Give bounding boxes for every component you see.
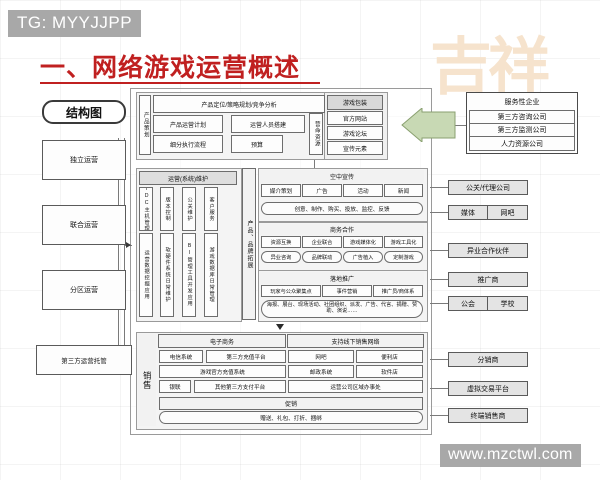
sales-promo-note: 赠送、礼包、打折、捆绑: [159, 411, 423, 424]
maintain-bottom-3[interactable]: 游戏数据库日常管理: [204, 233, 218, 317]
business-pill-0[interactable]: 异业咨询: [261, 251, 301, 263]
sales-down-arrow: [276, 324, 284, 330]
business-item-0[interactable]: 资源互换: [261, 236, 301, 248]
sales-r0-c[interactable]: 网吧: [288, 350, 354, 363]
partner-3[interactable]: 推广商: [448, 272, 528, 287]
partner-4b[interactable]: 学校: [488, 296, 528, 311]
planning-resource-label: 营命资源: [309, 113, 323, 155]
partner-line-4: [430, 303, 448, 304]
service-company-item-1[interactable]: 第三方监测公司: [469, 123, 575, 138]
partner-1b[interactable]: 网吧: [488, 205, 528, 220]
maintain-bottom-2[interactable]: BI管理工具开发应用: [182, 233, 196, 317]
partner-5[interactable]: 分销商: [448, 352, 528, 367]
sales-r0-b[interactable]: 第三方充值平台: [206, 350, 286, 363]
packaging-item-1[interactable]: 游戏论坛: [327, 126, 383, 140]
page-title: 一、网络游戏运营概述: [40, 53, 301, 82]
sales-r0-a[interactable]: 电信系统: [159, 350, 203, 363]
maintain-top-2[interactable]: 公关维护: [182, 187, 196, 231]
service-company-item-2[interactable]: 人力资源公司: [469, 137, 575, 151]
ground-promo-item-2[interactable]: 推广员/商体系: [373, 285, 423, 297]
partner-line-6: [430, 388, 448, 389]
air-promo-item-3[interactable]: 新闻: [384, 184, 423, 197]
sales-r2-b[interactable]: 其他第三方支付平台: [194, 380, 286, 393]
planning-row3-right[interactable]: 预算: [231, 135, 283, 153]
planning-row3-left[interactable]: 细分执行流程: [153, 135, 223, 153]
sales-side-label: 销售: [138, 334, 156, 426]
air-promo-item-1[interactable]: 广告: [302, 184, 342, 197]
business-pill-1[interactable]: 品牌联动: [302, 251, 342, 263]
partner-line-0: [430, 187, 448, 188]
left-bus-b: [124, 138, 125, 368]
sales-r0-d[interactable]: 便利店: [356, 350, 423, 363]
service-company-group: 服务性企业 第三方咨询公司 第三方监测公司 人力资源公司: [466, 92, 578, 154]
service-company-item-0[interactable]: 第三方咨询公司: [469, 109, 575, 124]
partner-2[interactable]: 异业合作伙伴: [448, 243, 528, 258]
ground-promo-title: 落地推广: [260, 272, 424, 284]
partner-line-1: [430, 212, 448, 213]
maintain-bottom-1[interactable]: 软硬件系统日常维护: [160, 233, 174, 317]
site-watermark: www.mzctwl.com: [440, 444, 581, 467]
partner-line-7: [430, 415, 448, 416]
maintain-top-3[interactable]: 客户服务: [204, 187, 218, 231]
partner-6[interactable]: 虚拟交易平台: [448, 381, 528, 396]
partner-line-2: [430, 250, 448, 251]
tg-tag: TG: MYYJJPP: [8, 10, 142, 37]
maintain-title: 运营(系统)维护: [139, 171, 237, 185]
business-item-2[interactable]: 游戏媒体化: [343, 236, 383, 248]
seal-watermark: 吉祥: [430, 30, 550, 103]
ground-promo-note: 海报、展台、现场活动、社团组织、派发、广告、代言、捐赠、赞助、演说……: [261, 300, 423, 318]
business-pill-2[interactable]: 广告植入: [343, 251, 383, 263]
left-item-0[interactable]: 独立运营: [42, 140, 126, 180]
service-company-title: 服务性企业: [469, 95, 575, 110]
left-item-2[interactable]: 分区运营: [42, 270, 126, 310]
air-promo-note: 创意、制作、购买、投放、监控、反馈: [261, 202, 423, 215]
business-title: 商务合作: [260, 224, 424, 235]
sales-r2-a[interactable]: 银联: [159, 380, 191, 393]
left-bus-arrow: [126, 242, 131, 248]
sales-r2-c[interactable]: 运营公司区域办事处: [288, 380, 423, 393]
sales-head-right: 支持线下销售网络: [287, 334, 424, 348]
business-item-3[interactable]: 游戏工具化: [384, 236, 423, 248]
sales-head-left: 电子商务: [158, 334, 286, 348]
planning-row1[interactable]: 产品定位/策略规划/竞争分析: [153, 95, 325, 113]
air-promo-title: 空中宣传: [260, 170, 424, 183]
packaging-item-2[interactable]: 宣传元素: [327, 141, 383, 155]
expand-label: 产品、品牌拓展: [242, 168, 256, 320]
planning-row2-right[interactable]: 运营人员搭建: [231, 115, 305, 133]
partner-0[interactable]: 公关/代理公司: [448, 180, 528, 195]
partner-4a[interactable]: 公会: [448, 296, 488, 311]
left-bus-a: [118, 138, 119, 368]
left-item-1[interactable]: 联合运营: [42, 205, 126, 245]
ground-promo-item-1[interactable]: 事件营销: [322, 285, 372, 297]
air-promo-item-0[interactable]: 媒介策划: [261, 184, 301, 197]
air-promo-item-2[interactable]: 活动: [343, 184, 383, 197]
partner-7[interactable]: 终端销售商: [448, 408, 528, 423]
sales-r1-b[interactable]: 游戏官方充值系统: [159, 365, 286, 378]
sales-r1-c[interactable]: 邮政系统: [288, 365, 354, 378]
business-pill-3[interactable]: 定制游戏: [384, 251, 423, 263]
structure-diagram-label: 结构图: [42, 100, 126, 124]
packaging-item-0[interactable]: 官方网站: [327, 111, 383, 125]
ground-promo-item-0[interactable]: 玩家与公众聚集点: [261, 285, 321, 297]
partner-line-3: [430, 279, 448, 280]
left-item-3[interactable]: 第三方运营托管: [36, 345, 132, 375]
title-underline: [40, 82, 320, 84]
packaging-title: 游戏包装: [327, 95, 383, 110]
partner-1a[interactable]: 媒体: [448, 205, 488, 220]
maintain-top-0[interactable]: IDC主机管理: [139, 187, 153, 231]
sales-promo-title: 促销: [159, 397, 423, 410]
maintain-top-1[interactable]: 版本控制: [160, 187, 174, 231]
maintain-bottom-0[interactable]: 运营数据挖掘应用: [139, 233, 153, 317]
business-item-1[interactable]: 企业联合: [302, 236, 342, 248]
green-arrow-icon: [401, 108, 456, 142]
sales-r1-d[interactable]: 软件店: [356, 365, 423, 378]
partner-line-5: [430, 359, 448, 360]
planning-row2-left[interactable]: 产品运营计划: [153, 115, 223, 133]
planning-side-label: 产品策划: [139, 95, 151, 155]
